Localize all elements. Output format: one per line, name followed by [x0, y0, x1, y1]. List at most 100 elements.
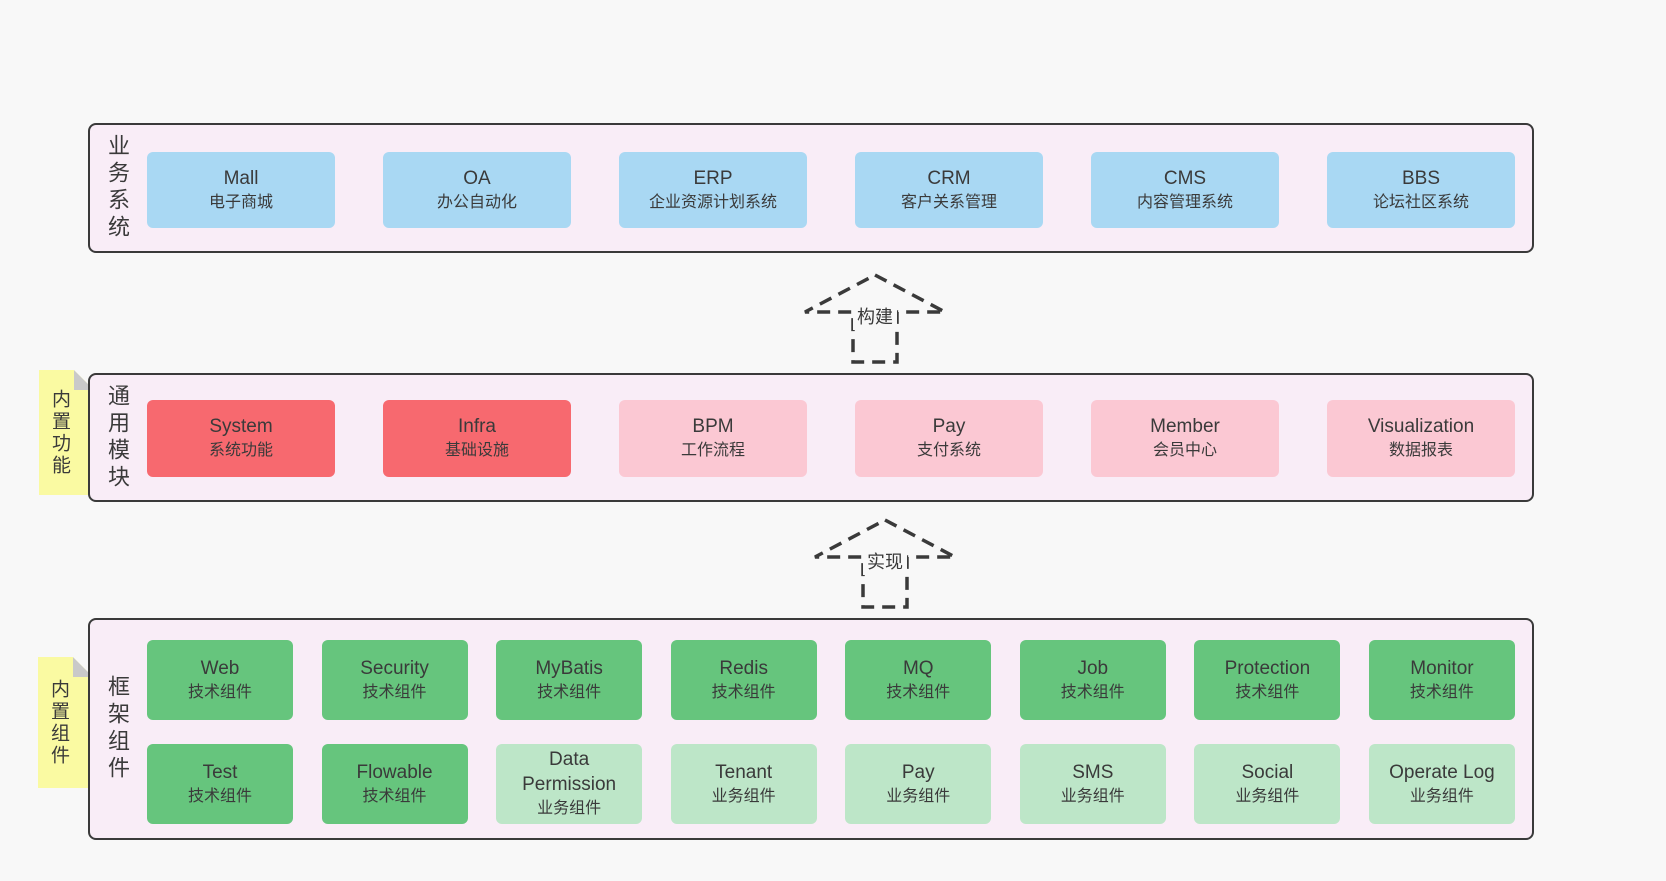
box-redis: Redis 技术组件 — [670, 640, 817, 720]
box-title: Web — [200, 657, 240, 679]
box-flowable: Flowable 技术组件 — [321, 744, 468, 824]
box-title: System — [209, 416, 273, 437]
box-title: Data Permission — [522, 749, 617, 795]
framework-components-row-1: Web 技术组件 Security 技术组件 MyBatis 技术组件 Redi… — [147, 640, 1515, 720]
sticky-note-built-in-components: 内置组件 — [38, 657, 93, 788]
box-subtitle: 技术组件 — [537, 683, 602, 701]
box-subtitle: 业务组件 — [1235, 787, 1300, 805]
box-title: Visualization — [1367, 416, 1475, 437]
box-subtitle: 技术组件 — [1235, 683, 1300, 701]
box-visualization: Visualization 数据报表 — [1327, 400, 1515, 477]
layer-label-framework-components: 框架组件 — [105, 675, 130, 783]
box-mq: MQ 技术组件 — [845, 640, 992, 720]
common-modules-row: System 系统功能 Infra 基础设施 BPM 工作流程 Pay 支付系统… — [147, 400, 1515, 477]
box-erp: ERP 企业资源计划系统 — [619, 152, 807, 228]
box-pay-business: Pay 业务组件 — [845, 744, 992, 824]
box-member: Member 会员中心 — [1091, 400, 1279, 477]
box-system: System 系统功能 — [147, 400, 335, 477]
box-title: OA — [463, 167, 491, 189]
box-subtitle: 基础设施 — [444, 442, 509, 459]
sticky-note-label: 内置组件 — [48, 678, 69, 767]
box-title: Monitor — [1410, 657, 1474, 679]
box-title: BPM — [692, 416, 734, 437]
arrow-build: 构建 — [800, 272, 950, 366]
box-subtitle: 企业资源计划系统 — [648, 193, 777, 211]
box-social: Social 业务组件 — [1194, 744, 1341, 824]
box-cms: CMS 内容管理系统 — [1091, 152, 1279, 228]
box-subtitle: 论坛社区系统 — [1372, 193, 1469, 211]
box-title: BBS — [1401, 167, 1441, 189]
box-title: Protection — [1224, 657, 1311, 679]
box-pay: Pay 支付系统 — [855, 400, 1043, 477]
box-subtitle: 办公自动化 — [436, 193, 517, 211]
layer-framework-components: 框架组件 Web 技术组件 Security 技术组件 MyBatis 技术组件… — [88, 618, 1534, 840]
dashed-up-arrow-icon — [804, 273, 946, 364]
box-subtitle: 技术组件 — [187, 787, 252, 805]
box-subtitle: 内容管理系统 — [1136, 193, 1233, 211]
dashed-up-arrow-icon — [814, 518, 956, 609]
box-subtitle: 工作流程 — [680, 442, 745, 459]
box-subtitle: 技术组件 — [1409, 683, 1474, 701]
sticky-note-built-in-features: 内置功能 — [39, 370, 94, 495]
business-systems-row: Mall 电子商城 OA 办公自动化 ERP 企业资源计划系统 CRM 客户关系… — [147, 152, 1515, 228]
box-subtitle: 支付系统 — [916, 442, 981, 459]
box-title: Pay — [932, 416, 966, 437]
arrow-implement: 实现 — [810, 517, 960, 611]
box-security: Security 技术组件 — [321, 640, 468, 720]
box-subtitle: 业务组件 — [711, 787, 776, 805]
box-operate-log: Operate Log 业务组件 — [1368, 744, 1515, 824]
box-mall: Mall 电子商城 — [147, 152, 335, 228]
box-subtitle: 业务组件 — [1060, 787, 1125, 805]
box-subtitle: 客户关系管理 — [900, 193, 997, 211]
box-subtitle: 会员中心 — [1152, 442, 1217, 459]
box-subtitle: 业务组件 — [537, 800, 602, 817]
box-subtitle: 业务组件 — [1409, 787, 1474, 805]
box-title: Tenant — [715, 761, 773, 783]
box-title: MQ — [902, 657, 934, 679]
box-title: Member — [1150, 416, 1220, 437]
box-oa: OA 办公自动化 — [383, 152, 571, 228]
box-title: Infra — [457, 416, 497, 437]
box-subtitle: 业务组件 — [886, 787, 951, 805]
box-title: MyBatis — [535, 657, 603, 679]
box-subtitle: 系统功能 — [208, 442, 273, 459]
box-infra: Infra 基础设施 — [383, 400, 571, 477]
framework-components-grid: Web 技术组件 Security 技术组件 MyBatis 技术组件 Redi… — [147, 640, 1515, 824]
box-title: CMS — [1163, 167, 1207, 189]
box-title: Redis — [719, 657, 768, 679]
box-title: Pay — [901, 761, 935, 783]
box-monitor: Monitor 技术组件 — [1368, 640, 1515, 720]
box-bpm: BPM 工作流程 — [619, 400, 807, 477]
box-subtitle: 技术组件 — [1060, 683, 1125, 701]
framework-components-row-2: Test 技术组件 Flowable 技术组件 Data Permission … — [147, 744, 1515, 824]
box-subtitle: 技术组件 — [711, 683, 776, 701]
box-subtitle: 技术组件 — [886, 683, 951, 701]
box-title: ERP — [693, 167, 733, 189]
sticky-note-label: 内置功能 — [49, 388, 70, 477]
box-title: Mall — [223, 167, 259, 189]
box-bbs: BBS 论坛社区系统 — [1327, 152, 1515, 228]
box-web: Web 技术组件 — [147, 640, 293, 720]
layer-label-business-systems: 业务系统 — [105, 134, 130, 242]
box-title: Job — [1077, 657, 1109, 679]
box-test: Test 技术组件 — [147, 744, 293, 824]
arrow-implement-label: 实现 — [863, 547, 907, 575]
box-tenant: Tenant 业务组件 — [670, 744, 817, 824]
box-subtitle: 技术组件 — [362, 683, 427, 701]
box-title: Social — [1241, 761, 1294, 783]
box-sms: SMS 业务组件 — [1019, 744, 1166, 824]
box-title: CRM — [927, 167, 971, 189]
box-title: Test — [202, 761, 238, 783]
box-title: Flowable — [356, 761, 433, 783]
box-subtitle: 技术组件 — [187, 683, 252, 701]
box-title: Security — [360, 657, 429, 679]
box-subtitle: 电子商城 — [208, 193, 273, 211]
box-title: SMS — [1072, 761, 1114, 783]
box-subtitle: 技术组件 — [362, 787, 427, 805]
box-mybatis: MyBatis 技术组件 — [496, 640, 643, 720]
layer-common-modules: 通用模块 System 系统功能 Infra 基础设施 BPM 工作流程 Pay… — [88, 373, 1534, 502]
layer-label-common-modules: 通用模块 — [105, 383, 130, 492]
box-protection: Protection 技术组件 — [1194, 640, 1341, 720]
layer-business-systems: 业务系统 Mall 电子商城 OA 办公自动化 ERP 企业资源计划系统 CRM… — [88, 123, 1534, 253]
